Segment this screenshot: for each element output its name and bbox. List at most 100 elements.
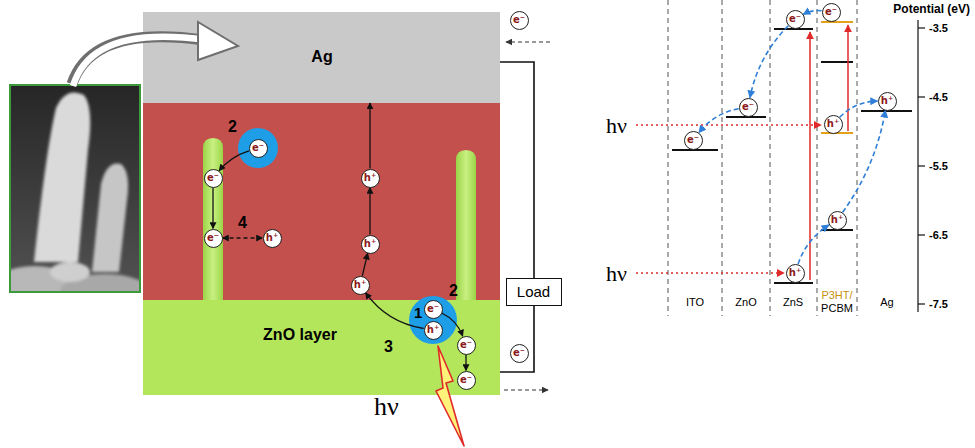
carrier-label: e⁻ (825, 6, 837, 18)
charge-carrier-circle: h⁺ (351, 276, 370, 295)
carrier-label: e⁻ (460, 339, 472, 351)
carrier-label: e⁻ (789, 13, 801, 25)
column-label: PCBM (821, 302, 853, 315)
sem-image (0, 85, 150, 310)
charge-transfer-arrow (843, 110, 886, 212)
charge-carrier-circle: e⁻ (457, 336, 476, 355)
carrier-label: h⁺ (881, 95, 893, 107)
column-divider (668, 0, 669, 316)
column-label: ITO (686, 296, 704, 309)
carrier-label: h⁺ (831, 214, 843, 226)
current-arrow (504, 389, 548, 390)
callout-number: 1 (414, 304, 422, 321)
carrier-path-arrow (219, 151, 249, 171)
carrier-label: e⁻ (207, 172, 219, 184)
axis-tick (918, 234, 925, 235)
light-bolt (436, 346, 464, 446)
carrier-path-arrow (366, 293, 424, 329)
ag-layer (143, 12, 500, 103)
charge-carrier-circle: h⁺ (361, 235, 380, 254)
sem-frame (10, 85, 140, 292)
callout-number: 2 (449, 282, 458, 300)
axis-title: Potential (eV) (893, 3, 970, 17)
charge-carrier-circle: e⁻ (822, 3, 841, 22)
carrier-path-arrow (465, 355, 466, 371)
charge-carrier-circle: e⁻ (510, 11, 529, 30)
column-divider (857, 0, 858, 316)
carrier-label: e⁻ (460, 374, 472, 386)
carrier-path-arrow (369, 103, 370, 169)
photon-label: hν (606, 113, 627, 138)
charge-carrier-circle: h⁺ (786, 264, 805, 283)
charge-carrier-circle: e⁻ (684, 131, 703, 150)
charge-transfer-arrow (803, 11, 821, 15)
sem-background (10, 85, 140, 292)
charge-carrier-circle: h⁺ (824, 115, 843, 134)
axis-tick-label: -4.5 (929, 91, 948, 104)
charge-carrier-circle: e⁻ (204, 229, 223, 248)
column-label: Ag (880, 296, 893, 309)
charge-carrier-circle: e⁻ (204, 169, 223, 188)
charge-carrier-circle: h⁺ (361, 169, 380, 188)
axis-tick-label: -5.5 (929, 160, 948, 173)
photon-arrow (636, 124, 821, 125)
charge-transfer-arrow (699, 109, 739, 133)
sem-base (50, 262, 90, 282)
node-label: Ag (311, 48, 332, 66)
energy-levels (672, 22, 912, 283)
potential-axis (918, 20, 925, 312)
charge-transfer-arrow (750, 26, 788, 98)
charge-carrier-circle: e⁻ (510, 344, 529, 363)
polymer-layer (143, 103, 500, 300)
zoom-arrow-body (73, 37, 206, 86)
axis-tick (918, 96, 925, 97)
carrier-path-arrow (212, 188, 213, 229)
charge-transfer-arrow (840, 101, 878, 117)
column-divider (722, 0, 723, 316)
carrier-path-arrow (362, 253, 367, 276)
charge-carrier-circle: e⁻ (786, 10, 805, 29)
exciton (409, 296, 457, 344)
callout-number: 3 (384, 338, 393, 356)
carrier-label: e⁻ (513, 14, 525, 26)
circuit-wire (500, 306, 534, 372)
charge-carrier-circle: e⁻ (457, 371, 476, 390)
carrier-label: e⁻ (687, 134, 699, 146)
carrier-path-arrow (223, 237, 263, 238)
carrier-label: h⁺ (789, 267, 801, 279)
carrier-label: e⁻ (252, 142, 264, 154)
current-arrow (506, 41, 550, 42)
node-label: Load (517, 283, 550, 300)
axis-tick-label: -7.5 (929, 298, 948, 311)
circuit-wire (500, 62, 534, 278)
device-layers (143, 12, 500, 395)
zno-layer-band: ZnO layere⁻e⁻ (143, 300, 500, 395)
sem-nanorod (92, 163, 128, 272)
axis-tick-label: -3.5 (929, 22, 948, 35)
carrier-label: h⁺ (364, 238, 376, 250)
ag-electrode: Ag (143, 12, 500, 103)
charge-carrier-circle: e⁻ (739, 98, 758, 117)
charge-carrier-circle: e⁻ (249, 139, 268, 158)
axis-tick (918, 303, 925, 304)
carrier-label: h⁺ (364, 172, 376, 184)
zno-nanorod (203, 138, 223, 300)
axis-tick-label: -6.5 (929, 229, 948, 242)
band-diagram (668, 0, 857, 316)
load-box: Load (506, 278, 562, 306)
exciton (238, 128, 278, 168)
charge-carrier-circle: h⁺ (878, 92, 897, 111)
column-divider (817, 0, 818, 316)
zoom-arrow (72, 22, 238, 86)
charge-carrier-circle: h⁺ (424, 321, 443, 340)
carrier-label: h⁺ (266, 232, 278, 244)
column-label: ZnS (783, 296, 803, 309)
charge-carrier-circle: e⁻ (424, 300, 443, 319)
carrier-label: e⁻ (427, 303, 439, 315)
carrier-label: h⁺ (354, 279, 366, 291)
zno-nanorod (456, 150, 476, 300)
excitation-arrow (847, 25, 849, 131)
column-label: P3HT/ (821, 289, 852, 302)
photon-arrow (636, 272, 784, 273)
photon-label: hν (606, 261, 627, 286)
